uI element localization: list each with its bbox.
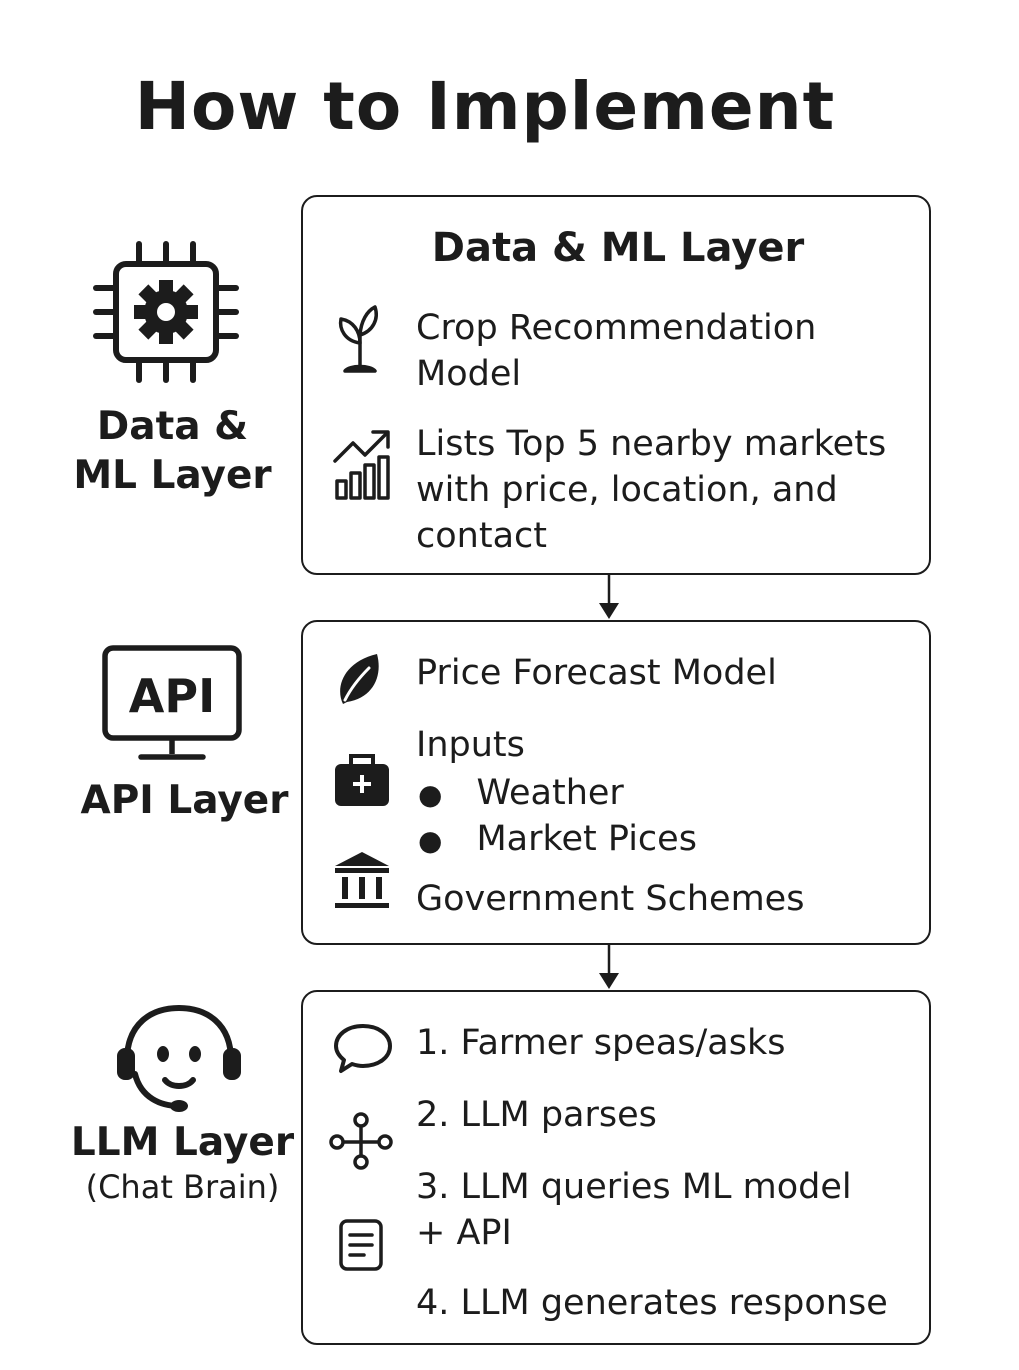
leaf-icon <box>340 654 379 704</box>
arrow-down-icon <box>599 575 619 619</box>
bullet-market-prices: ●Market Pices <box>418 819 697 859</box>
document-icon <box>339 1219 383 1271</box>
data-ml-side-label: Data & ML Layer <box>73 404 272 498</box>
bullet-weather: ●Weather <box>418 773 624 813</box>
headset-face-icon <box>117 1004 241 1112</box>
network-nodes-icon <box>329 1112 393 1170</box>
api-layer-box: Price Forecast Model Inputs ●Weather ●Ma… <box>301 620 931 945</box>
monitor-text: API <box>129 669 215 723</box>
bank-icon <box>335 852 389 908</box>
step-2-text: 2. LLM parses <box>416 1095 657 1135</box>
page-title: How to Implement <box>134 68 836 145</box>
chat-bubble-icon <box>334 1024 392 1073</box>
medical-bag-icon <box>335 754 389 806</box>
step-4-text: 4. LLM generates response <box>416 1283 888 1323</box>
llm-side-label: LLM Layer <box>70 1120 295 1165</box>
sprout-icon <box>338 305 378 373</box>
api-side-label: API Layer <box>80 778 289 823</box>
data-ml-box-title: Data & ML Layer <box>431 225 805 271</box>
markets-list-text: Lists Top 5 nearby markets with price, l… <box>416 424 887 556</box>
trend-chart-icon <box>333 430 390 500</box>
crop-recommendation-text: Crop Recommendation Model <box>416 308 817 394</box>
arrow-down-icon <box>599 945 619 989</box>
chip-gear-icon <box>93 241 239 383</box>
inputs-text: Inputs <box>416 725 525 765</box>
data-ml-layer-box: Data & ML Layer Crop Recommendation Mode… <box>301 195 931 575</box>
step-3-text: 3. LLM queries ML model + API <box>416 1167 852 1253</box>
step-1-text: 1. Farmer speas/asks <box>416 1023 786 1063</box>
api-monitor-icon: API <box>102 645 242 760</box>
price-forecast-text: Price Forecast Model <box>416 653 777 693</box>
government-schemes-text: Government Schemes <box>416 879 805 919</box>
llm-layer-box: 1. Farmer speas/asks 2. LLM parses 3. LL… <box>301 990 931 1345</box>
llm-side-sub: (Chat Brain) <box>85 1168 280 1206</box>
